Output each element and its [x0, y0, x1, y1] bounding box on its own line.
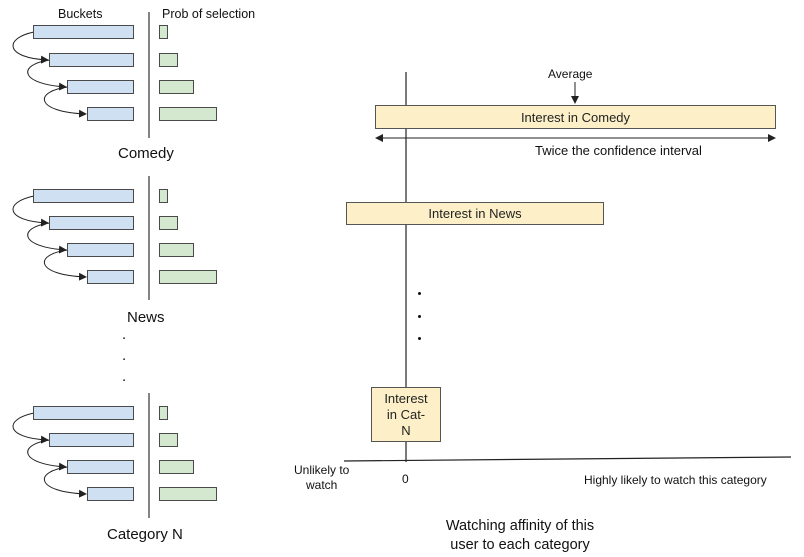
prob-bar: [159, 270, 217, 284]
prob-bar: [159, 433, 178, 447]
bucket-bar: [67, 80, 134, 94]
axis-left-label-line: watch: [306, 478, 338, 492]
bucket-bar: [49, 53, 134, 67]
bucket-arrow: [43, 466, 87, 498]
ellipsis-dot: [418, 292, 421, 295]
buckets-header: Buckets: [58, 7, 103, 21]
interval-comedy: Interest in Comedy: [375, 105, 776, 129]
bucket-bar: [49, 433, 134, 447]
prob-bar: [159, 487, 217, 501]
group-label-comedy: Comedy: [118, 145, 174, 162]
average-label: Average: [548, 67, 593, 81]
axis-zero-label: 0: [402, 472, 409, 486]
prob-selection-header: Prob of selection: [162, 7, 256, 21]
ellipsis-dot: .: [122, 326, 127, 343]
axis-left-label-line: Unlikely to: [294, 463, 350, 477]
ellipsis-dot: [418, 315, 421, 318]
prob-bar: [159, 107, 217, 121]
bucket-bar: [33, 25, 134, 39]
interval-comedy-label: Interest in Comedy: [520, 109, 631, 125]
bucket-bar: [49, 216, 134, 230]
bucket-bar: [87, 487, 134, 501]
confidence-label: Twice the confidence interval: [535, 143, 702, 158]
interval-category-n-line: in Cat-: [386, 406, 426, 422]
bucket-bar: [67, 460, 134, 474]
bucket-bar: [67, 243, 134, 257]
prob-bar: [159, 189, 168, 203]
prob-bar: [159, 80, 194, 94]
affinity-axis-line: [343, 456, 792, 462]
prob-bar: [159, 216, 178, 230]
bucket-arrow: [27, 59, 67, 91]
prob-bar: [159, 243, 194, 257]
ellipsis-dot: .: [122, 368, 127, 385]
prob-bar: [159, 460, 194, 474]
bucket-arrow: [27, 222, 67, 254]
prob-bar: [159, 53, 178, 67]
group-label-category-n: Category N: [107, 526, 183, 543]
bucket-arrow: [43, 86, 87, 118]
bucket-bar: [87, 270, 134, 284]
ellipsis-dot: .: [122, 347, 127, 364]
figure-caption-line: user to each category: [450, 537, 590, 553]
interval-category-n-line: N: [401, 422, 411, 438]
interval-category-n: Interest in Cat- N: [371, 387, 441, 442]
ellipsis-dot: [418, 337, 421, 340]
bucket-arrow: [43, 249, 87, 281]
bucket-arrow: [12, 31, 49, 64]
bucket-bar: [33, 406, 134, 420]
prob-bar: [159, 406, 168, 420]
interval-news-label: Interest in News: [428, 206, 522, 221]
axis-left-label: Unlikely to watch: [294, 463, 349, 493]
prob-bar: [159, 25, 168, 39]
bucket-arrow: [12, 195, 49, 227]
bucket-bar: [33, 189, 134, 203]
bucket-arrow: [12, 412, 49, 444]
interval-news: Interest in News: [346, 202, 604, 225]
axis-right-label: Highly likely to watch this category: [584, 473, 767, 487]
figure-caption: Watching affinity of this user to each c…: [418, 517, 622, 555]
bucket-arrow: [27, 439, 67, 471]
interval-category-n-line: Interest: [384, 390, 428, 406]
figure-caption-line: Watching affinity of this: [445, 518, 595, 534]
group-label-news: News: [127, 309, 165, 326]
bucket-bar: [87, 107, 134, 121]
